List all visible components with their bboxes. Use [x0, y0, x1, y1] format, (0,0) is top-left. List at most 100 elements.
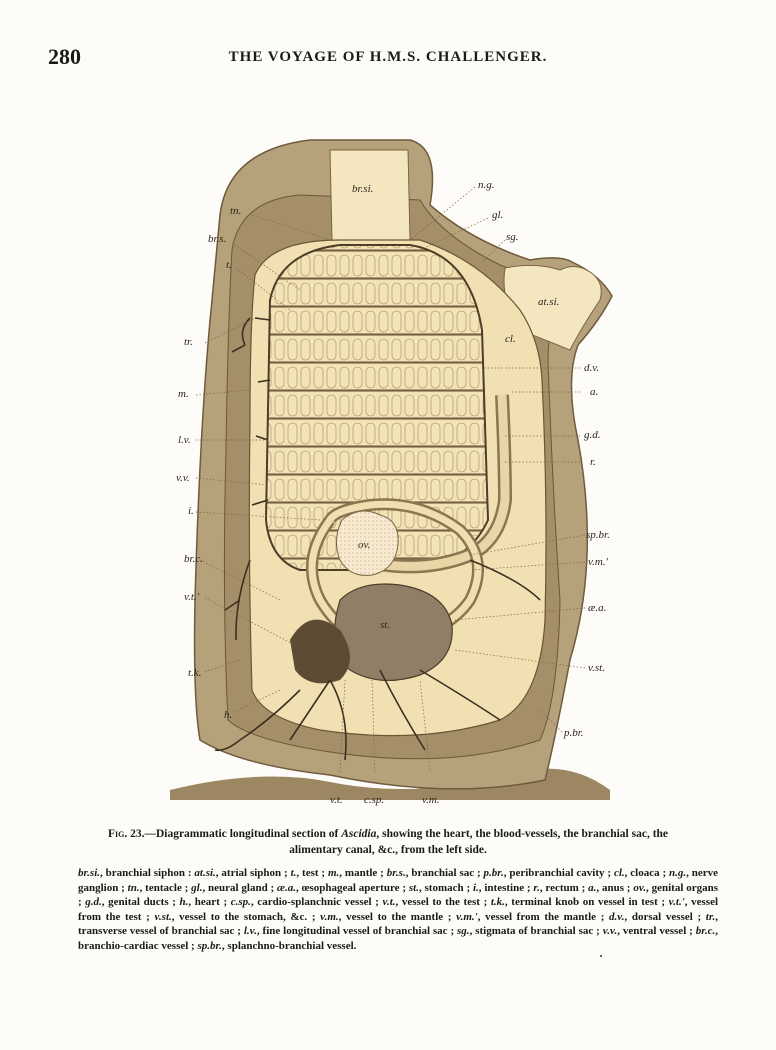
legend-entry: n.g., nerve ganglion ;	[78, 867, 718, 894]
legend-entry: g.d., genital ducts ;	[85, 896, 176, 908]
label-v-t-prime: v.t.'	[184, 591, 200, 603]
label-sg: sg.	[506, 231, 519, 243]
legend-entry: cl., cloaca ;	[614, 867, 666, 879]
legend-entry: br.si., branchial siphon :	[78, 867, 192, 879]
legend-entry: tn., tentacle ;	[128, 882, 189, 894]
label-v-v: v.v.	[176, 472, 190, 484]
legend-abbreviation: d.v.	[609, 910, 625, 923]
legend-abbreviation: sg.	[457, 925, 470, 938]
legend-abbreviation: v.t.	[382, 896, 396, 909]
caption-text-after: , showing the heart, the blood-vessels, …	[289, 828, 669, 856]
legend-description: , cloaca ;	[624, 867, 667, 879]
label-t-k: t.k.	[188, 667, 201, 679]
legend-description: , transverse vessel of branchial sac ;	[78, 910, 718, 938]
legend-description: , cardio-splanchnic vessel ;	[250, 896, 379, 909]
blood-vessels	[214, 317, 541, 761]
label-n-g: n.g.	[478, 179, 495, 191]
label-v-t: v.t.	[330, 794, 343, 806]
legend-description: , fine longitudinal vessel of branchial …	[256, 925, 455, 938]
label-d-v: d.v.	[584, 362, 599, 374]
legend-description: , stigmata of branchial sac ;	[469, 925, 600, 938]
legend-abbreviation: n.g.	[669, 867, 687, 879]
legend-entry: v.m., vessel to the mantle ;	[320, 911, 451, 923]
label-v-m: v.m.	[422, 794, 440, 806]
label-st: st.	[380, 619, 390, 631]
label-t: t.	[226, 259, 232, 271]
label-gl: gl.	[492, 209, 503, 221]
figure-number: Fig. 23.	[107, 828, 145, 840]
legend-description: , mantle ;	[339, 867, 384, 879]
substrate	[170, 768, 610, 800]
legend-description: , ventral vessel ;	[617, 925, 693, 938]
legend-entry: æ.a., œsophageal aperture ;	[277, 882, 406, 894]
label-l-v: l.v.	[178, 434, 191, 446]
legend-abbreviation: st.	[408, 881, 419, 894]
legend-entry: br.c., branchio-cardiac vessel ;	[78, 925, 718, 952]
legend-description: , intestine ;	[478, 881, 531, 894]
legend-description: , branchial sac ;	[405, 867, 481, 879]
legend-entry: t.k., terminal knob on vessel in test ;	[491, 896, 665, 908]
legend-entry: t., test ;	[291, 867, 325, 879]
legend-entry: gl., neural gland ;	[191, 882, 274, 894]
legend-description: , vessel to the stomach, &c. ;	[171, 910, 316, 923]
legend-abbreviation: g.d.	[85, 896, 102, 909]
label-br-s: br.s.	[208, 233, 226, 245]
legend-description: , rectum ;	[539, 881, 586, 894]
label-br-c: br.c.	[184, 553, 203, 565]
label-cl: cl.	[505, 333, 516, 345]
legend-entry: st., stomach ;	[409, 882, 470, 894]
legend-description: , branchio-cardiac vessel ;	[78, 925, 719, 952]
legend-abbreviation: r.	[533, 881, 540, 894]
figure-caption: Fig. 23.—Diagrammatic longitudinal secti…	[80, 826, 696, 858]
figure-ascidia-section: br.si. at.si. cl. ov. st. tn. br.s. t. t…	[170, 139, 613, 806]
legend-abbreviation: cl.	[613, 867, 625, 879]
legend-description: , genital organs ;	[78, 881, 719, 909]
legend-abbreviation: at.si.	[194, 867, 216, 879]
legend-description: , branchial siphon :	[100, 867, 192, 879]
legend-entry: v.m.', vessel from the mantle ;	[456, 911, 604, 923]
caption-genus: Ascidia	[341, 828, 377, 840]
legend-entry: a., anus ;	[588, 882, 630, 894]
label-h: h.	[224, 709, 232, 721]
legend-description: , œsophageal aperture ;	[296, 881, 407, 894]
legend-description: , peribranchial cavity ;	[503, 867, 612, 879]
legend-entry: c.sp., cardio-splanchnic vessel ;	[231, 896, 379, 908]
legend-entry: h., heart ;	[180, 896, 228, 908]
legend-description: , dorsal vessel ;	[624, 910, 702, 923]
legend-description: , stomach ;	[418, 881, 471, 894]
legend-description: , vessel to the test ;	[395, 896, 488, 909]
label-r: r.	[590, 456, 596, 468]
label-at-si: at.si.	[538, 296, 559, 308]
running-head: THE VOYAGE OF H.M.S. CHALLENGER.	[228, 49, 548, 65]
legend-abbreviation: t.k.	[490, 896, 505, 909]
legend-abbreviation: v.v.	[602, 925, 618, 938]
genital-organ	[336, 510, 399, 576]
legend-description: , neural gland ;	[202, 881, 275, 894]
label-ae-a: æ.a.	[588, 602, 606, 614]
label-ov: ov.	[358, 539, 370, 551]
legend-abbreviation: v.m.'	[456, 910, 478, 923]
heart	[290, 619, 350, 684]
legend-description: , vessel to the mantle ;	[338, 910, 452, 923]
legend-entry: sp.br., splanchno-branchial vessel.	[197, 940, 356, 952]
page-mark	[600, 955, 602, 957]
legend-entry: i., intestine ;	[473, 882, 531, 894]
legend-entry: at.si., atrial siphon ;	[194, 867, 287, 879]
label-sp-br: sp.br.	[586, 529, 610, 541]
legend-entry: r., rectum ;	[533, 882, 585, 894]
legend-abbreviation: sp.br.	[197, 939, 222, 952]
legend-abbreviation: br.si.	[78, 867, 101, 879]
legend-entry: m., mantle ;	[328, 867, 384, 879]
legend-abbreviation: gl.	[191, 881, 203, 894]
legend-description: , atrial siphon ;	[215, 867, 288, 879]
label-i: i.	[188, 505, 194, 517]
legend-entry: v.st., vessel to the stomach, &c. ;	[154, 911, 315, 923]
legend-entry: ov., genital organs ;	[78, 882, 718, 909]
label-v-st: v.st.	[588, 662, 605, 674]
branchial-sac	[264, 244, 490, 571]
legend-description: , genital ducts ;	[101, 896, 176, 909]
legend-abbreviation: v.st.	[154, 910, 172, 923]
legend-abbreviation: l.v.	[243, 925, 257, 938]
legend-abbreviation: i.	[472, 881, 479, 894]
legend-entry: br.s., branchial sac ;	[387, 867, 481, 879]
